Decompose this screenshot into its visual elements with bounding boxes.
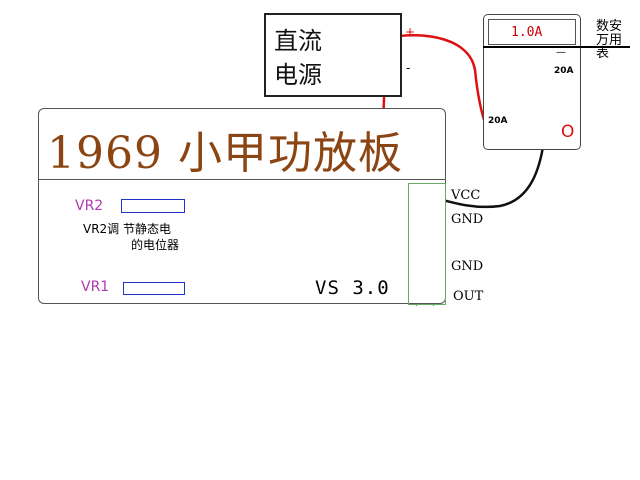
meter-side-label: 数安 万用 表 [596,20,622,61]
vr1-potentiometer [123,282,185,295]
vr1-label: VR1 [81,279,110,295]
vr2-note-line2: 的电位器 [131,238,180,252]
psu-label-line2: 电源 [274,61,322,89]
amplifier-board: 1969 小甲功放板 VR2 VR2调 节静态电 的电位器 VR1 VS 3.0 [38,108,446,304]
vr2-label: VR2 [75,198,104,214]
pin-label-vcc: VCC [451,188,481,203]
board-title: 1969 小甲功放板 [47,128,403,179]
psu-positive-label: + [405,25,416,39]
meter-reading: 1.0A [511,25,543,40]
dc-power-supply: 直流 电源 [264,13,402,97]
pin-label-gnd: GND [451,212,484,227]
meter-side-line1: 数安 [596,19,623,34]
meter-range-high: 20A [554,66,574,76]
board-version: VS 3.0 [315,277,390,299]
board-title-bar: 1969 小甲功放板 [39,109,445,180]
meter-port-letter: O [561,122,575,142]
pin-label-gnd2: GND [451,259,484,274]
meter-to-vcc-wire [427,139,546,209]
psu-negative-label: - [406,61,411,75]
psu-label-line1: 直流 [274,27,322,55]
pin-header [408,183,446,305]
pin-label-out: OUT [453,289,484,304]
meter-side-line3: 表 [596,46,610,62]
meter-side-line2: 万用 [596,32,623,48]
meter-dash: — [556,47,566,58]
meter-display: 1.0A [488,19,576,45]
meter-divider [483,46,630,48]
multimeter: 1.0A [483,14,581,150]
vr2-note-line1: VR2调 节静态电 [83,222,171,236]
meter-range-low: 20A [488,116,508,126]
vr2-potentiometer [121,199,185,213]
